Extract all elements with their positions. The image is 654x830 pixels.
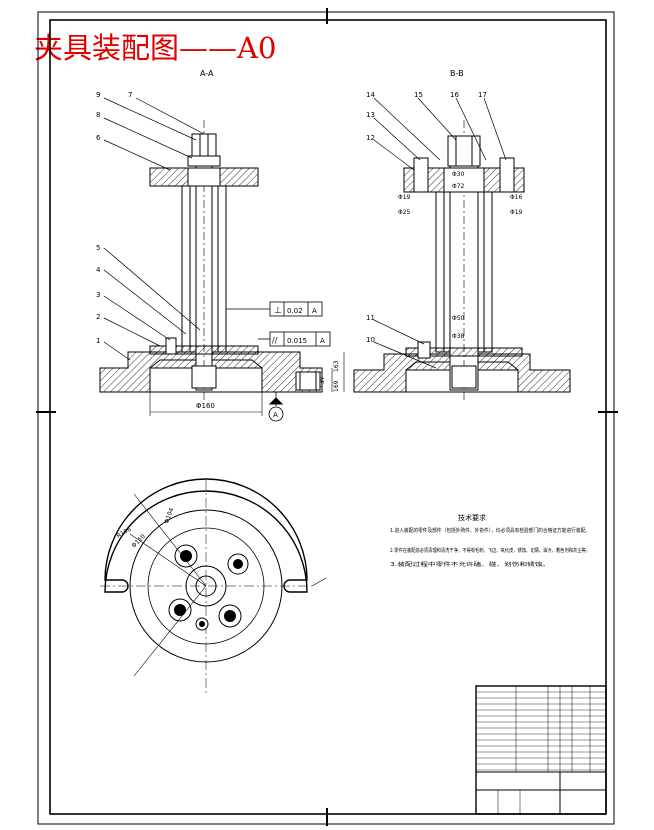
part-number: 4 xyxy=(96,266,101,274)
part-numbers-left: 9 8 6 7 5 4 3 2 1 xyxy=(96,91,132,345)
dim-plan: Φ104 xyxy=(163,507,175,525)
part-number: 13 xyxy=(366,111,375,119)
tol-datum-1: A xyxy=(312,307,317,315)
dim-fit: Φ25 xyxy=(398,209,411,216)
tech-note-line: 2.零件在装配前必须清理和清洗干净，不得有毛刺、飞边、氧化皮、锈蚀、切屑、油污、… xyxy=(390,547,590,554)
tol-symbol-2: // xyxy=(272,336,278,345)
section-aa xyxy=(99,97,345,422)
section-bb xyxy=(353,97,571,400)
dim-fit: Φ19 xyxy=(510,209,523,216)
part-number: 12 xyxy=(366,134,375,142)
tech-note-line: 3.装配过程中零件不允许磕、碰、划伤和锈蚀。 xyxy=(390,561,550,568)
tol-symbol-1: ⊥ xyxy=(274,306,282,316)
part-number: 2 xyxy=(96,313,100,321)
sheet-border xyxy=(37,11,615,825)
dim-fit: Φ50 xyxy=(452,315,465,322)
title-block xyxy=(475,685,607,815)
tech-notes: 1.进入装配的零件及部件（包括外购件、外协件），均必须具有检验部门的合格证方能进… xyxy=(390,527,590,568)
datum-label: A xyxy=(273,411,278,419)
part-number: 7 xyxy=(128,91,132,99)
tech-notes-heading: 技术要求 xyxy=(458,513,486,522)
tolerance-frame-perpendicular xyxy=(226,301,323,317)
dim-fit: Φ19 xyxy=(398,194,411,201)
part-number: 5 xyxy=(96,244,100,252)
tech-note-line: 1.进入装配的零件及部件（包括外购件、外协件），均必须具有检验部门的合格证方能进… xyxy=(390,527,590,534)
part-number: 8 xyxy=(96,111,100,119)
dim-height-169: 169 xyxy=(333,380,340,392)
title-block-rows xyxy=(476,691,606,771)
part-numbers-right: 14 15 16 17 13 12 11 10 xyxy=(366,91,487,344)
dim-height-163: 163 xyxy=(333,360,340,372)
part-number: 3 xyxy=(96,291,100,299)
part-number: 11 xyxy=(366,314,375,322)
dim-height-37: 37 xyxy=(319,376,326,384)
tolerance-frame-parallel xyxy=(258,331,331,347)
part-number: 17 xyxy=(478,91,487,99)
part-number: 14 xyxy=(366,91,375,99)
dim-fit: Φ72 xyxy=(452,183,465,190)
dim-plan: R106 xyxy=(116,526,133,540)
dim-fit: Φ38 xyxy=(452,333,465,340)
tol-value-1: 0.02 xyxy=(287,307,303,315)
part-number: 9 xyxy=(96,91,100,99)
centring-marks xyxy=(36,8,618,826)
tol-datum-2: A xyxy=(320,337,325,345)
part-number: 6 xyxy=(96,134,101,142)
fit-dimensions: Φ19 Φ25 Φ16 Φ19 Φ30 Φ72 Φ50 Φ38 xyxy=(398,171,523,340)
plan-view xyxy=(100,478,327,696)
view-label-aa: A-A xyxy=(200,69,214,78)
part-number: 10 xyxy=(366,336,375,344)
tol-value-2: 0.015 xyxy=(287,337,307,345)
dim-base-dia: Φ160 xyxy=(196,402,215,410)
part-number: 15 xyxy=(414,91,423,99)
part-number: 1 xyxy=(96,337,100,345)
part-number: 16 xyxy=(450,91,459,99)
drawing-title: 夹具装配图——A0 xyxy=(34,31,277,65)
dim-fit: Φ16 xyxy=(510,194,523,201)
view-label-bb: B-B xyxy=(450,69,464,78)
dim-fit: Φ30 xyxy=(452,171,465,178)
